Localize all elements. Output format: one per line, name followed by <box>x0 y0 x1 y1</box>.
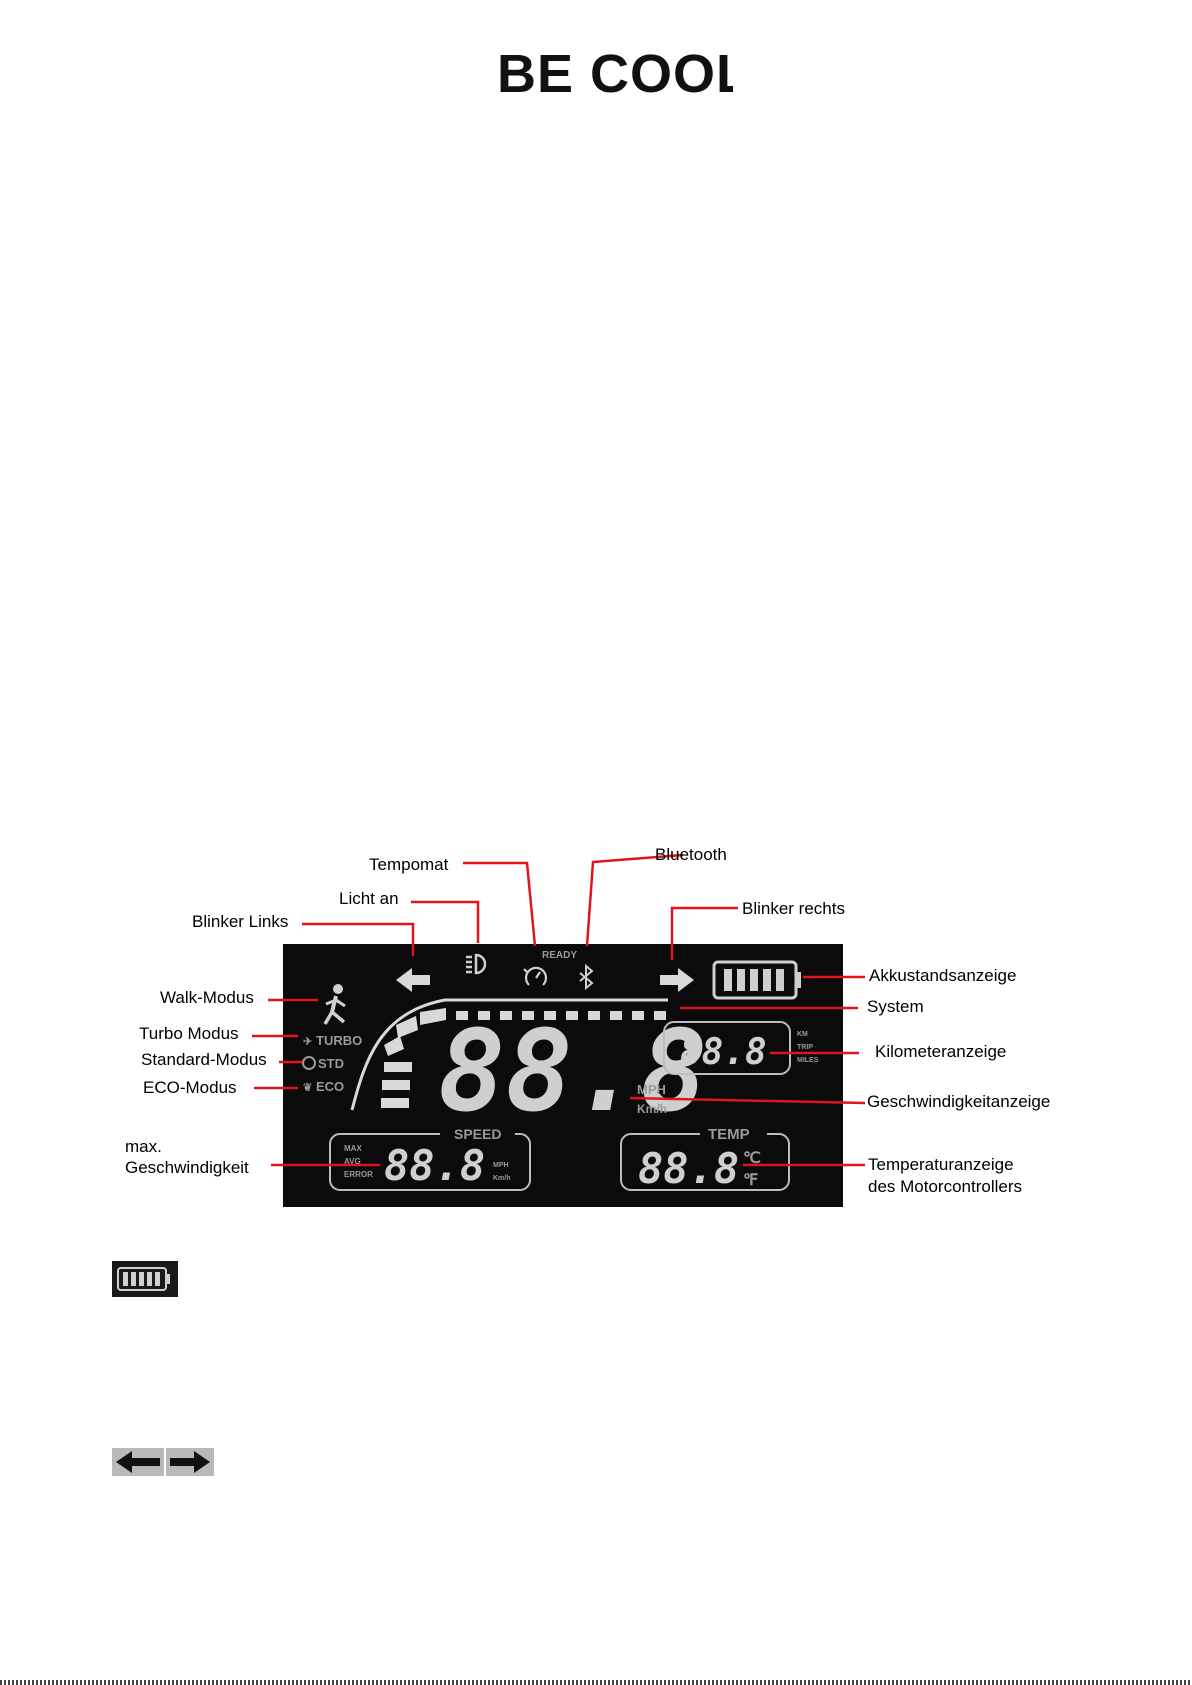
svg-text:88.8: 88.8 <box>638 1144 739 1193</box>
label-kilometer: Kilometeranzeige <box>875 1042 1007 1061</box>
svg-text:STD: STD <box>318 1056 344 1071</box>
headlight-icon <box>466 953 487 975</box>
max-speed-panel: SPEED MAX AVG ERROR 88.8 MPH Km/h <box>329 1126 531 1191</box>
battery-icon-small <box>112 1261 178 1297</box>
cruise-control-icon <box>523 966 548 986</box>
right-arrow-icon <box>660 968 694 992</box>
svg-text:℉: ℉ <box>743 1172 758 1189</box>
svg-text:TURBO: TURBO <box>316 1033 362 1048</box>
label-standard: Standard-Modus <box>141 1050 267 1069</box>
std-mode-indicator: STD <box>302 1056 344 1071</box>
svg-text:℃: ℃ <box>743 1150 761 1167</box>
svg-text:❦: ❦ <box>303 1082 312 1094</box>
label-walk: Walk-Modus <box>160 988 254 1007</box>
svg-text:MAX: MAX <box>344 1144 362 1153</box>
left-arrow-icon <box>396 968 430 992</box>
svg-text:✈: ✈ <box>303 1036 312 1048</box>
label-turbo: Turbo Modus <box>139 1024 239 1043</box>
temp-panel: TEMP 88.8 ℃ ℉ <box>620 1126 790 1193</box>
walk-person-icon <box>323 984 346 1025</box>
trip-unit: TRIP <box>797 1044 813 1051</box>
turbo-mode-indicator: ✈ TURBO <box>303 1033 362 1048</box>
svg-text:AVG: AVG <box>344 1157 361 1166</box>
unit-kmh: Km/h <box>637 1102 667 1116</box>
left-arrow-icon-small <box>112 1448 164 1476</box>
svg-text:MPH: MPH <box>493 1162 509 1169</box>
label-akkustand: Akkustandsanzeige <box>869 966 1017 985</box>
km-digits: 88.8 <box>680 1032 767 1073</box>
label-blinker-links: Blinker Links <box>192 912 289 931</box>
svg-text:BE COOL: BE COOL <box>497 46 733 98</box>
label-blinker-rechts: Blinker rechts <box>742 899 845 918</box>
svg-text:SPEED: SPEED <box>454 1126 501 1142</box>
lcd-screen <box>283 944 843 1207</box>
miles-unit: MILES <box>797 1057 819 1064</box>
svg-text:ERROR: ERROR <box>344 1170 373 1179</box>
svg-text:Km/h: Km/h <box>493 1175 511 1182</box>
be-cool-logo: BE COOL <box>497 46 733 98</box>
callout-lines <box>252 853 866 1167</box>
km-unit: KM <box>797 1031 808 1038</box>
speed-segments <box>381 1008 666 1108</box>
label-bluetooth: Bluetooth <box>655 845 727 864</box>
ready-indicator: READY <box>542 950 577 961</box>
page-footer-line <box>0 1680 1192 1685</box>
svg-text:88.8: 88.8 <box>384 1141 485 1190</box>
label-system: System <box>867 997 924 1016</box>
main-speed-digits: 88.8 <box>438 1007 708 1137</box>
svg-text:TEMP: TEMP <box>708 1126 750 1143</box>
svg-text:ECO: ECO <box>316 1079 344 1094</box>
right-arrow-icon-small <box>166 1448 214 1476</box>
label-max-line2: Geschwindigkeit <box>125 1158 249 1177</box>
label-tempomat: Tempomat <box>369 855 449 874</box>
eco-mode-indicator: ❦ ECO <box>303 1079 344 1094</box>
label-licht-an: Licht an <box>339 889 399 908</box>
label-temp-line1: Temperaturanzeige <box>868 1155 1014 1174</box>
label-temp-line2: des Motorcontrollers <box>868 1177 1023 1196</box>
system-bar <box>350 998 668 1111</box>
label-max-line1: max. <box>125 1137 162 1156</box>
label-eco: ECO-Modus <box>143 1078 237 1097</box>
battery-icon <box>712 960 801 1000</box>
unit-mph: MPH <box>637 1082 666 1097</box>
bluetooth-icon <box>579 963 594 991</box>
km-panel <box>663 1021 791 1075</box>
label-geschwindigkeit: Geschwindigkeitanzeige <box>867 1092 1051 1111</box>
